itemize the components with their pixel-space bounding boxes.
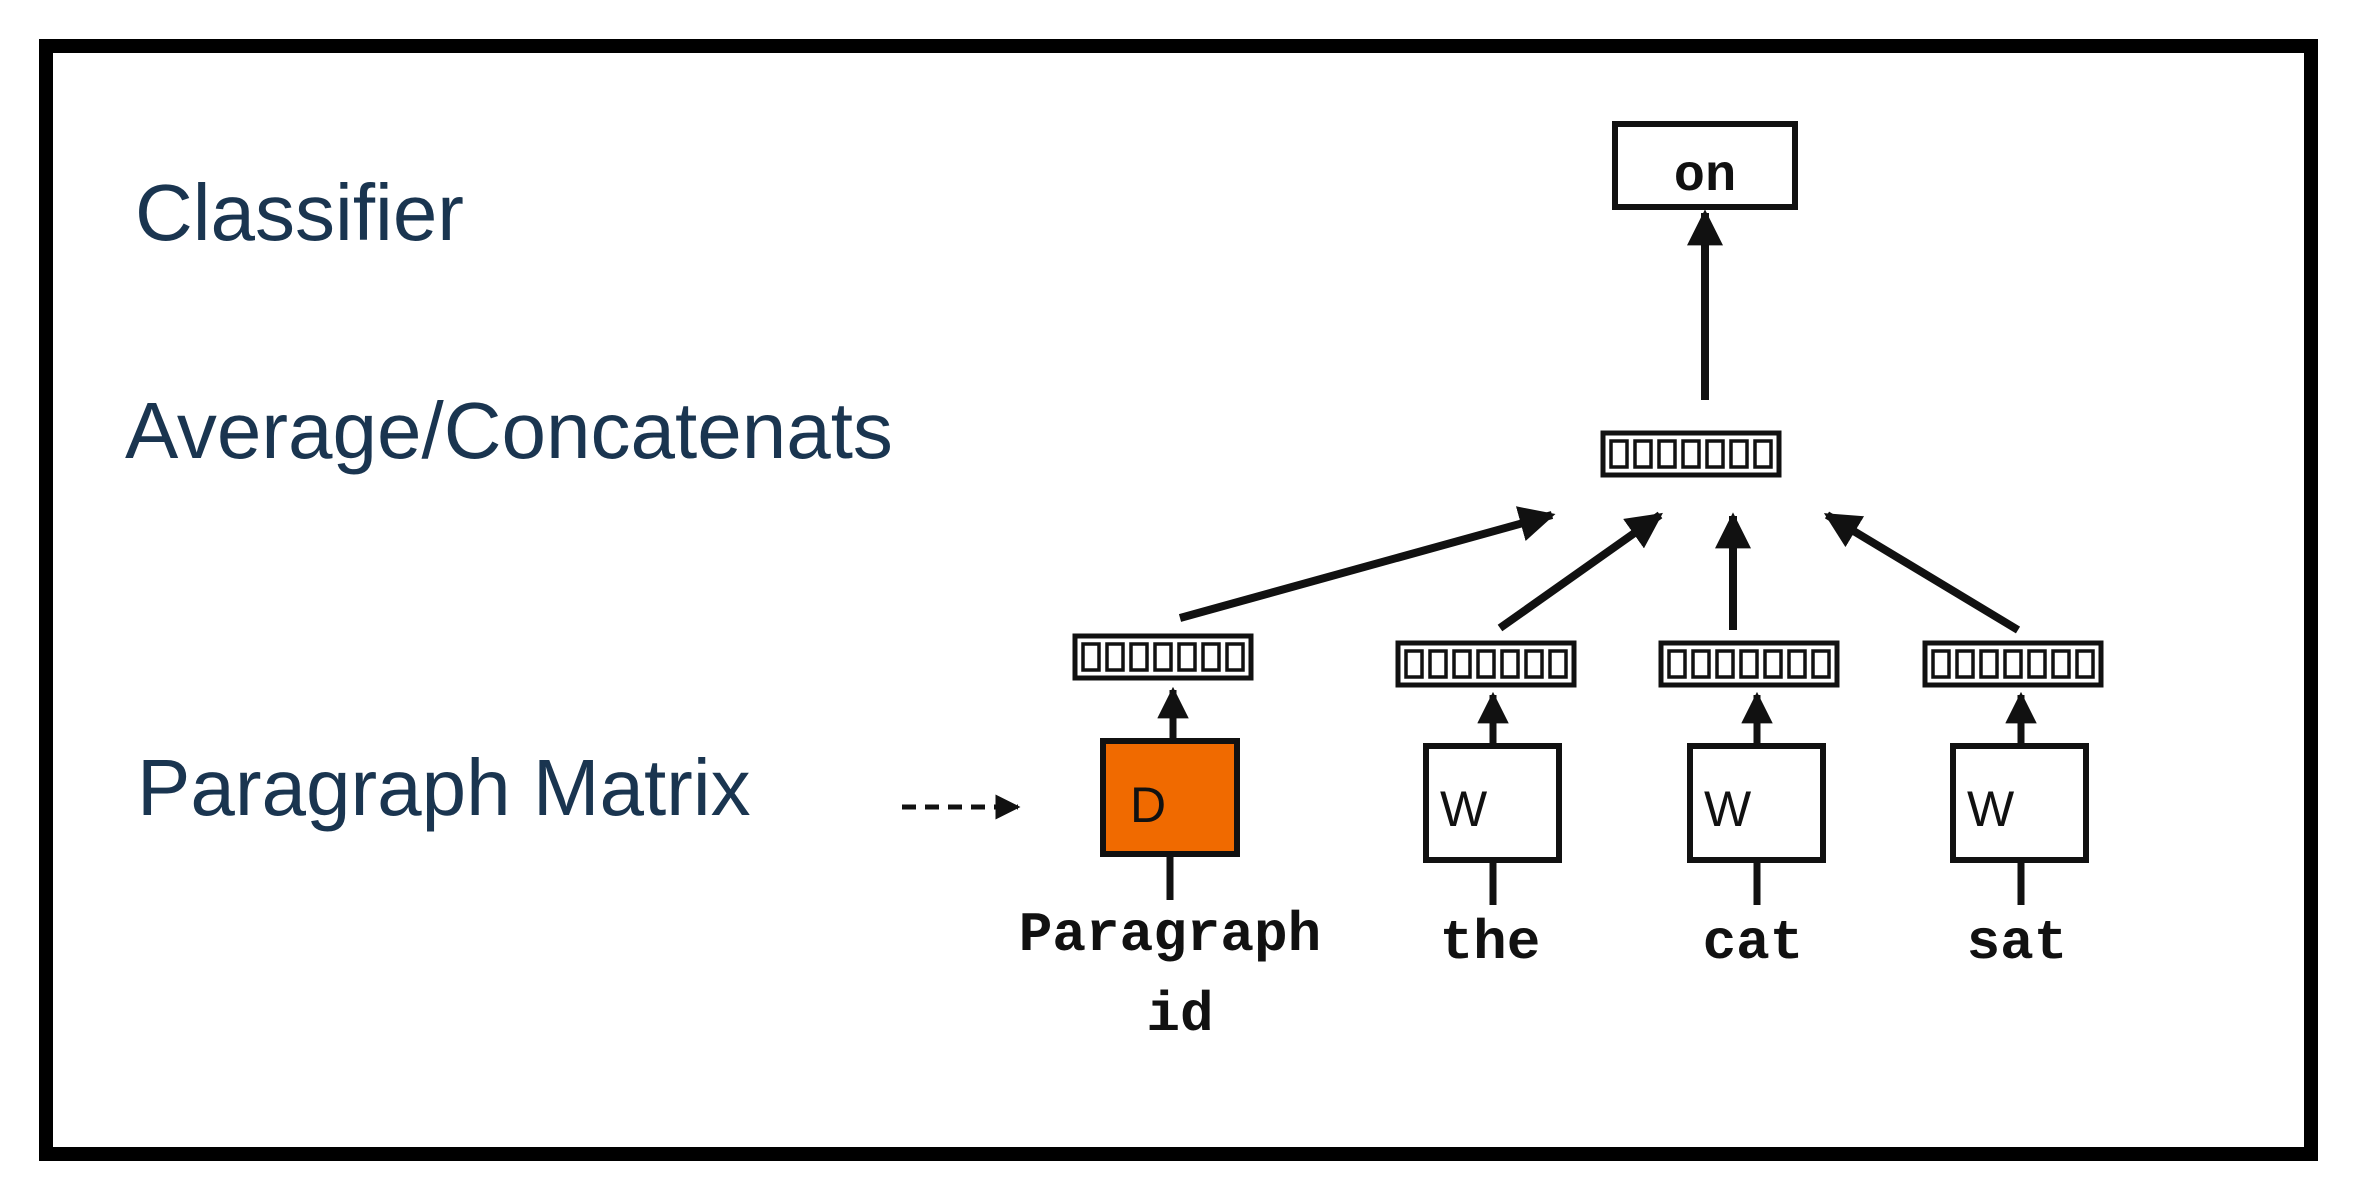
word-matrix-box-the [1423,743,1562,863]
vector-cell [2075,649,2095,679]
vector-cell [1729,439,1749,469]
paragraph-matrix-letter: D [1130,777,1166,833]
vector-cell [1177,642,1197,672]
vector-cell [1667,649,1687,679]
word-label-cat: cat [1703,911,1804,975]
word-matrix-box-sat [1950,743,2089,863]
vector-cell [1763,649,1783,679]
vector-cell [1787,649,1807,679]
vector-cell [1609,439,1629,469]
vector-cell [1404,649,1424,679]
paragraph-id-label-line1: Paragraph [1019,903,1321,967]
average-concatenate-label: Average/Concatenats [125,386,893,475]
paragraph-matrix-box [1100,738,1240,857]
vector-cell [1705,439,1725,469]
cat-vector [1658,640,1840,688]
vector-cell [1428,649,1448,679]
vector-cell [2051,649,2071,679]
average-vector [1600,430,1782,478]
paragraph-id-label-line2: id [1146,983,1213,1047]
word-label-sat: sat [1967,911,2068,975]
vector-cell [1657,439,1677,469]
classifier-label: Classifier [135,168,464,257]
the-to-average-arrow [1497,511,1663,632]
the-vector [1395,640,1577,688]
vector-cell [1979,649,1999,679]
vector-cell [1739,649,1759,679]
vector-cell [1753,439,1773,469]
paragraph-vector [1072,633,1254,681]
vector-cell [1500,649,1520,679]
word-label-the: the [1440,911,1541,975]
vector-cell [1452,649,1472,679]
vector-cell [2003,649,2023,679]
sat-vector [1922,640,2104,688]
vector-cell [1955,649,1975,679]
word-matrix-box-cat [1687,743,1826,863]
vector-cell [1691,649,1711,679]
vector-cell [1153,642,1173,672]
vector-cell [1201,642,1221,672]
vector-cell [1105,642,1125,672]
vector-cell [1081,642,1101,672]
output-word-box [1612,121,1798,210]
vector-cell [1931,649,1951,679]
paragraph-matrix-label: Paragraph Matrix [137,743,751,832]
vector-cell [1715,649,1735,679]
word-matrix-letter-sat: W [1967,781,2015,837]
vector-cell [1129,642,1149,672]
vector-cell [1548,649,1568,679]
word-matrix-letter-the: W [1440,781,1488,837]
vector-cell [1476,649,1496,679]
paragraph-to-average-arrow [1178,506,1556,622]
vector-cell [1225,642,1245,672]
vector-cell [1524,649,1544,679]
vector-cell [1633,439,1653,469]
vector-cell [1681,439,1701,469]
outer-frame [39,39,2318,1161]
vector-cell [2027,649,2047,679]
sat-to-average-arrow [1823,511,2021,634]
word-matrix-letter-cat: W [1704,781,1752,837]
vector-cell [1811,649,1831,679]
output-word-text: on [1674,147,1736,206]
